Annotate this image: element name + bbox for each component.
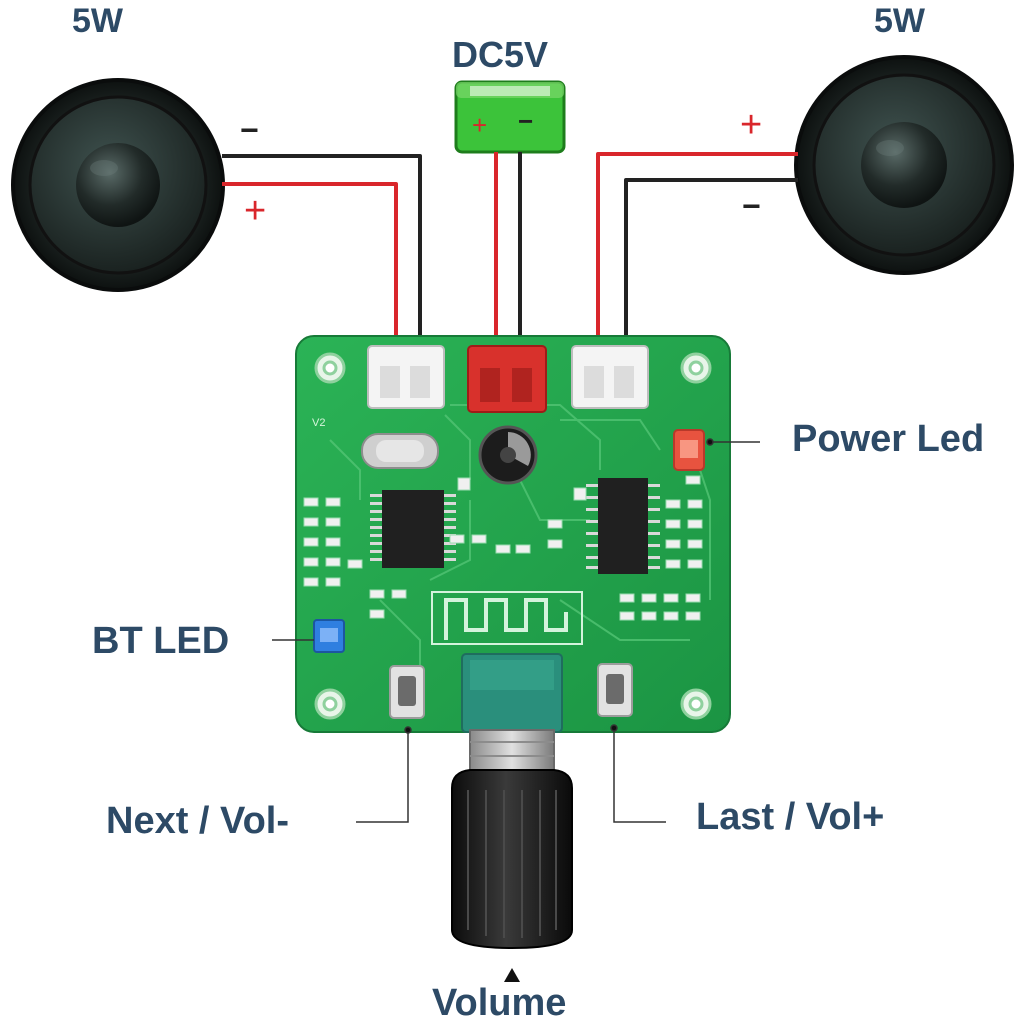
wire-left-negative: [222, 154, 422, 372]
smd-components: [303, 475, 703, 621]
power-led: [673, 429, 705, 471]
battery-plus-sign: +: [472, 110, 488, 140]
wire-right-negative: [624, 178, 798, 372]
pcb-traces: [329, 404, 711, 680]
speaker-connector-left: [367, 345, 445, 409]
dc-power-supply: [454, 80, 566, 154]
speaker-left: [11, 78, 225, 292]
volume-label: Volume: [432, 982, 567, 1024]
bt-led-label: BT LED: [92, 620, 230, 662]
bt-led: [313, 619, 345, 653]
wire-right-positive: [596, 152, 798, 372]
power-connector: [467, 345, 547, 413]
last-vol-plus-label: Last / Vol+: [696, 796, 885, 838]
electrolytic-capacitor: [478, 425, 538, 485]
next-button[interactable]: [389, 665, 425, 719]
mounting-holes: [314, 352, 712, 720]
next-vol-minus-label: Next / Vol-: [106, 800, 289, 842]
pcb-antenna: [431, 591, 583, 645]
board-version: V2: [312, 417, 325, 429]
right-negative-sign: −: [742, 188, 761, 224]
volume-potentiometer-body: [461, 653, 563, 733]
wire-left-positive: [222, 182, 398, 372]
callout-last: [613, 728, 666, 823]
volume-pointer-icon: [504, 968, 520, 982]
left-positive-sign: +: [244, 190, 267, 232]
amplifier-board: V2: [295, 335, 731, 733]
right-speaker-power-label: 5W: [874, 2, 925, 40]
left-negative-sign: −: [240, 112, 259, 148]
callout-lines: [272, 438, 760, 823]
callout-next: [356, 730, 409, 823]
amplifier-chip: [586, 478, 660, 574]
crystal-oscillator: [361, 433, 439, 469]
power-led-label: Power Led: [792, 418, 985, 460]
last-button[interactable]: [597, 663, 633, 717]
bluetooth-chip: [370, 490, 456, 568]
speaker-right: [794, 55, 1014, 275]
right-positive-sign: +: [740, 104, 763, 146]
volume-knob[interactable]: [451, 729, 573, 950]
power-supply-label: DC5V: [452, 34, 549, 75]
wires: [222, 152, 798, 372]
left-speaker-power-label: 5W: [72, 2, 123, 40]
speaker-connector-right: [571, 345, 649, 409]
battery-minus-sign: −: [518, 106, 534, 136]
